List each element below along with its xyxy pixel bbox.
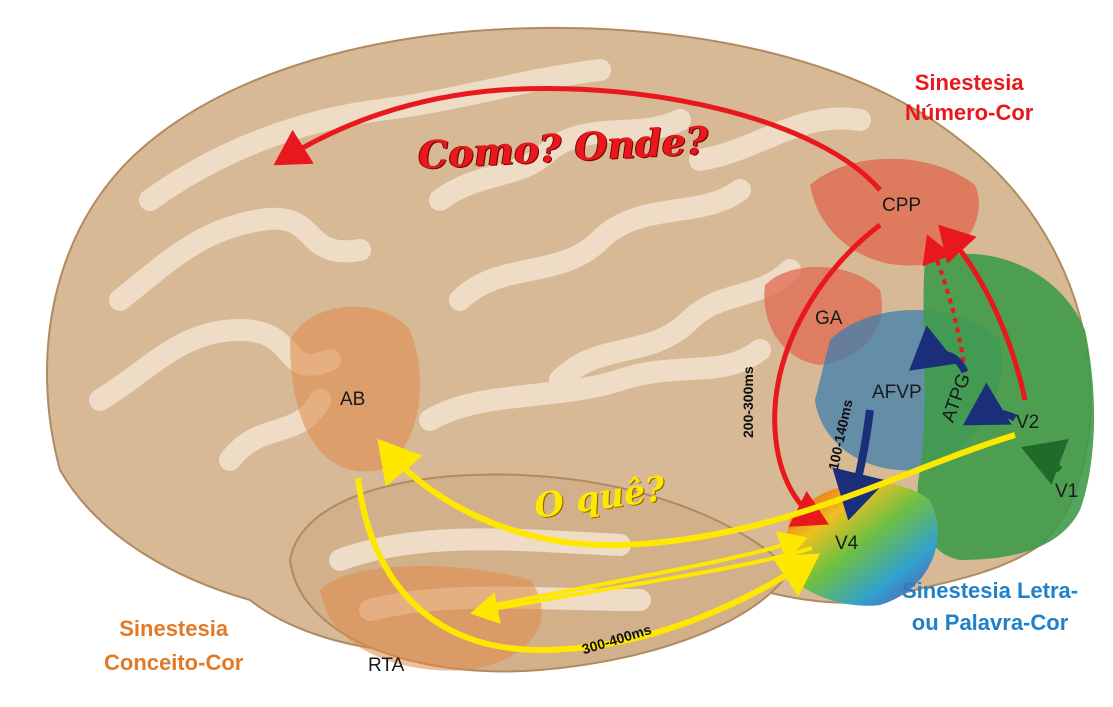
region-label-v2: V2 [1016,412,1039,434]
conceito-cor-title-line1: Sinestesia [104,612,243,646]
region-label-cpp: CPP [882,195,921,217]
letra-cor-title-line2: ou Palavra-Cor [902,607,1078,639]
numero-cor-title-line1: Sinestesia [905,68,1033,98]
numero-cor-title: Sinestesia Número-Cor [905,68,1033,128]
timing-200-300: 200-300ms [740,366,756,438]
region-label-afvp: AFVP [872,382,922,404]
region-label-rta: RTA [368,655,404,677]
numero-cor-title-line2: Número-Cor [905,98,1033,128]
region-label-v1: V1 [1055,481,1078,503]
region-label-v4: V4 [835,533,858,555]
letra-cor-title-line1: Sinestesia Letra- [902,575,1078,607]
letra-cor-title: Sinestesia Letra- ou Palavra-Cor [902,575,1078,639]
conceito-cor-title-line2: Conceito-Cor [104,646,243,680]
region-label-ab: AB [340,389,365,411]
region-label-ga: GA [815,308,842,330]
conceito-cor-title: Sinestesia Conceito-Cor [104,612,243,680]
